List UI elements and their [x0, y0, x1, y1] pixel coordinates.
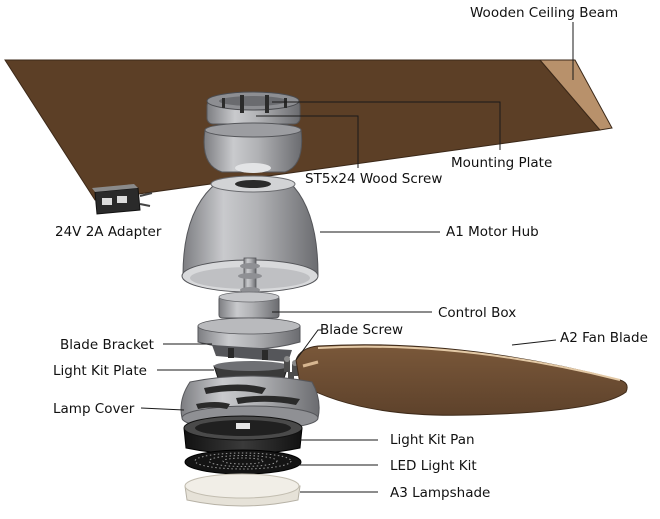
light-kit-plate-label: Light Kit Plate [53, 363, 147, 379]
adapter-label: 24V 2A Adapter [55, 224, 162, 240]
mounting-plate-label: Mounting Plate [451, 155, 552, 171]
blade-screw-label: Blade Screw [320, 322, 403, 338]
canopy [203, 122, 303, 173]
led-light-kit [184, 449, 302, 475]
beam-top-face [4, 59, 601, 201]
mounting-plate-leader [272, 101, 501, 150]
lamp-cover-label: Lamp Cover [53, 401, 135, 417]
wooden-ceiling-beam [4, 59, 613, 201]
labels: Wooden Ceiling Beam Mounting Plate ST5x2… [53, 5, 648, 501]
wood-screw-label: ST5x24 Wood Screw [305, 171, 442, 187]
motor-hub-label: A1 Motor Hub [446, 224, 539, 240]
control-box-label: Control Box [438, 305, 516, 321]
blade-bracket [197, 317, 301, 362]
wood-screw-leader [256, 115, 359, 168]
light-kit-pan [183, 415, 303, 455]
led-light-kit-label: LED Light Kit [390, 458, 477, 474]
blade-screw-leader [295, 329, 322, 361]
lamp-cover-leader [140, 407, 185, 411]
fan-blade [295, 344, 628, 416]
adapter-box [92, 184, 153, 215]
beam-side-face [538, 59, 613, 131]
blade-bracket-label: Blade Bracket [60, 337, 154, 353]
leader-lines [140, 22, 574, 493]
mounting-plate [206, 91, 301, 125]
light-kit-pan-label: Light Kit Pan [390, 432, 475, 448]
fan-blade-leader [511, 339, 557, 346]
fan-blade-label: A2 Fan Blade [560, 330, 648, 346]
beam-label: Wooden Ceiling Beam [470, 5, 618, 21]
lampshade [184, 473, 301, 507]
lampshade-label: A3 Lampshade [390, 485, 490, 501]
light-kit-plate [213, 361, 289, 379]
control-box [218, 291, 280, 319]
